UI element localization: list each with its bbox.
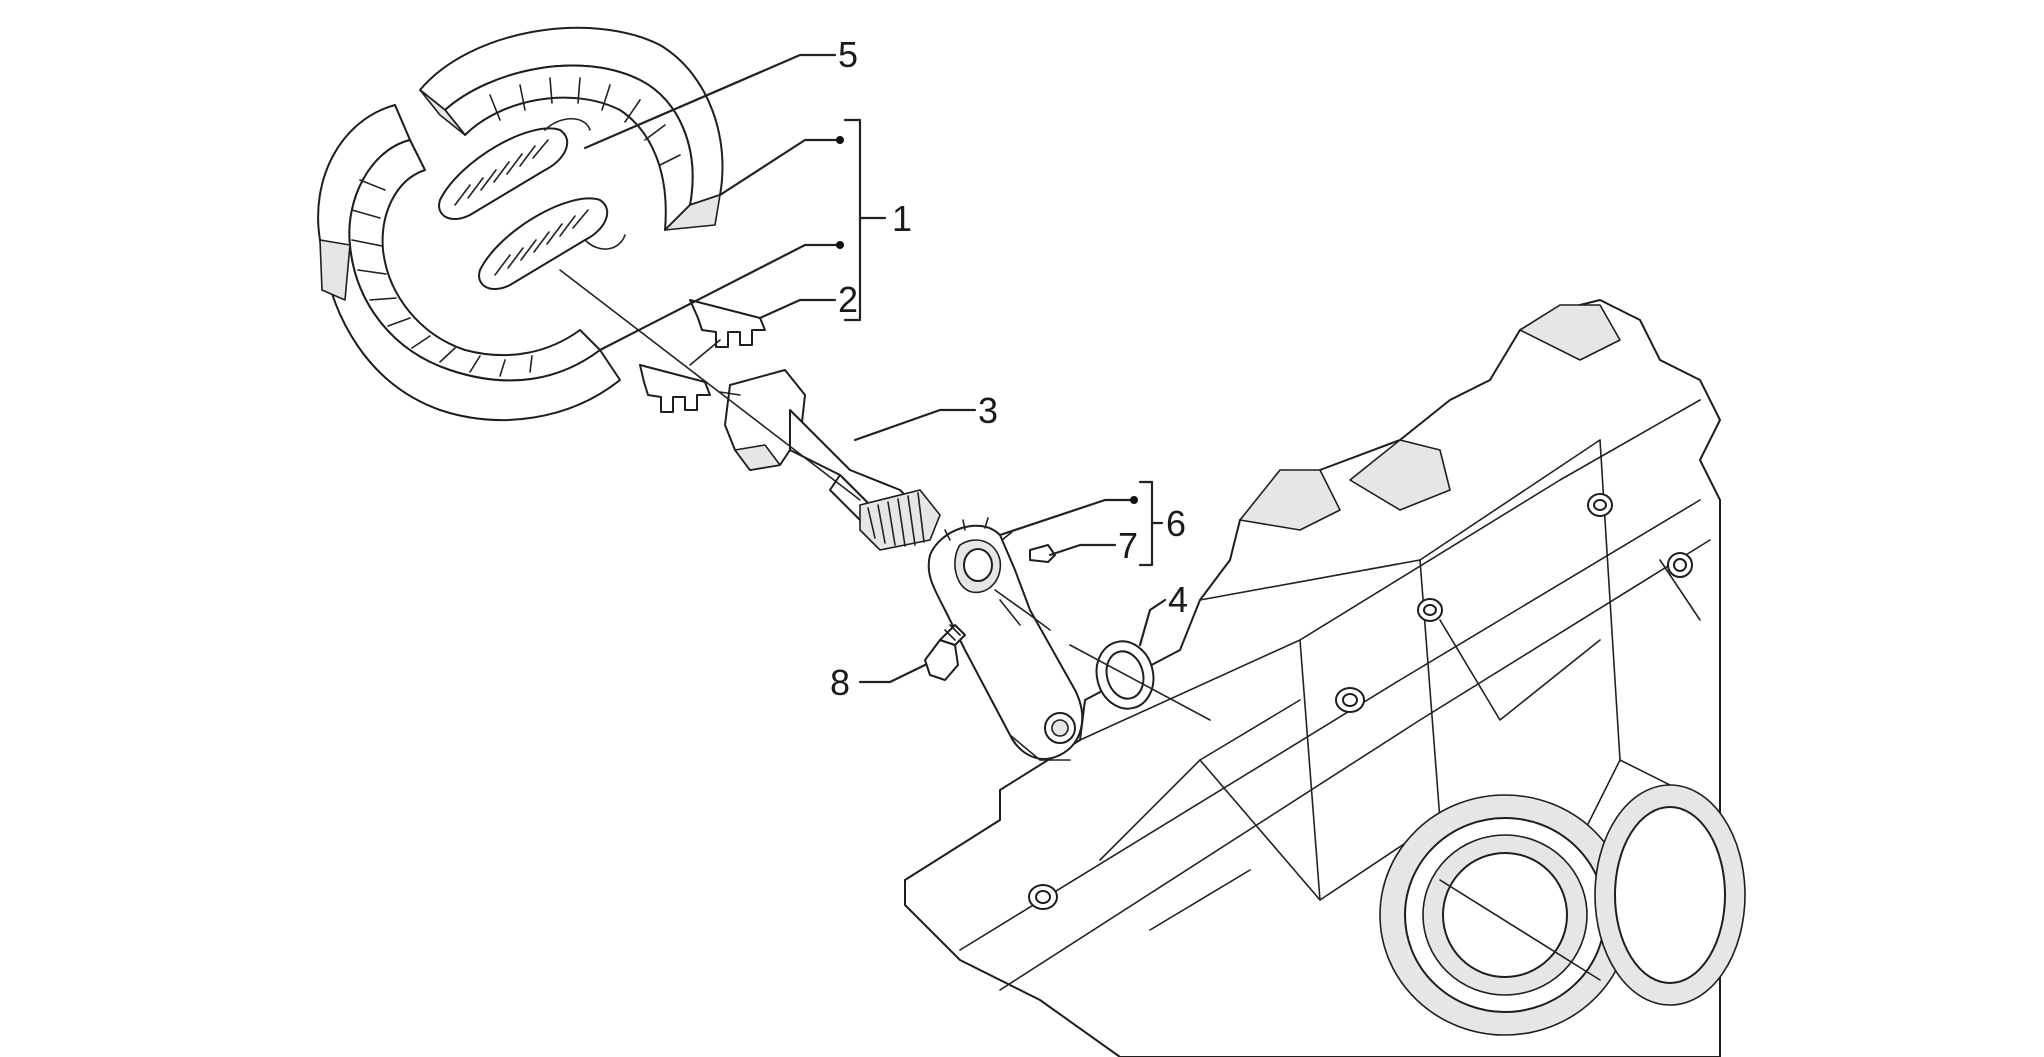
brake-shoe-assembly	[317, 26, 724, 421]
brake-spring-upper	[438, 127, 569, 220]
leader-line-1-bottom	[598, 243, 842, 352]
assembly-axis-line	[559, 269, 861, 501]
brake-camshaft	[719, 369, 941, 551]
leader-line-2b	[689, 339, 721, 366]
leader-line-3	[853, 408, 977, 442]
callout-3: 3	[978, 390, 998, 431]
brake-lever	[927, 517, 1084, 761]
retaining-clip-upper	[689, 299, 766, 348]
leader-line-6	[998, 498, 1132, 537]
leader-dot-6	[1130, 496, 1138, 504]
leader-line-4	[1138, 598, 1167, 647]
leader-dot-1-top	[836, 136, 844, 144]
hex-bolt	[924, 624, 966, 681]
brake-spring-lower	[478, 197, 609, 290]
callout-4: 4	[1168, 579, 1188, 620]
callout-7: 7	[1118, 525, 1138, 566]
bore-axis-line	[1439, 879, 1601, 981]
leader-dot-1-bottom	[836, 241, 844, 249]
crankcase-housing	[904, 299, 1746, 1057]
leader-line-2	[758, 298, 837, 320]
leader-line-7	[1048, 543, 1117, 557]
leader-line-8	[858, 663, 927, 684]
callout-1: 1	[892, 198, 912, 239]
callout-6: 6	[1166, 503, 1186, 544]
callout-2: 2	[838, 279, 858, 320]
small-pin	[1029, 544, 1056, 563]
callout-5: 5	[838, 34, 858, 75]
bracket-6	[1138, 480, 1154, 567]
callout-8: 8	[830, 662, 850, 703]
retaining-clip-lower	[639, 364, 711, 413]
bracket-1	[843, 118, 862, 322]
assembly-axis-line-2	[1069, 644, 1211, 721]
leader-line-5	[583, 53, 837, 150]
leader-line-1-top	[718, 138, 842, 197]
